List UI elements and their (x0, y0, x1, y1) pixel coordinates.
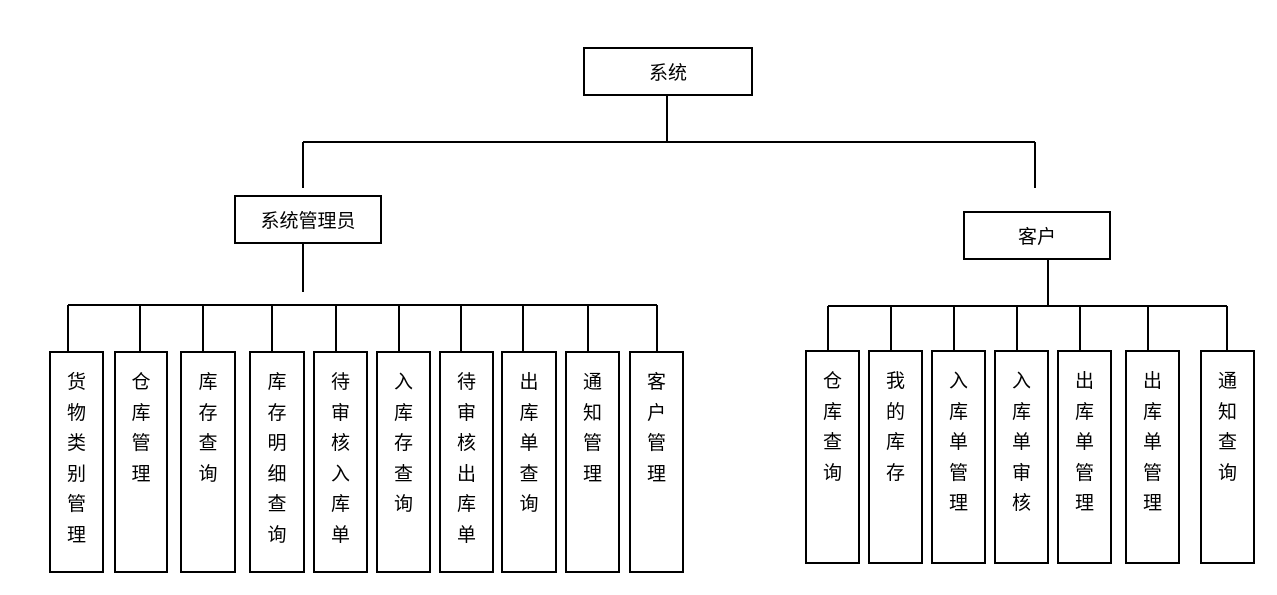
node-label: 客户管理 (646, 371, 666, 485)
node-label: 我的库存 (885, 370, 905, 484)
node-label: 通知查询 (1217, 370, 1237, 484)
customer-child-node: 通知查询 (1200, 350, 1255, 564)
node-label: 仓库查询 (822, 370, 842, 484)
customer-node-label: 客户 (1017, 226, 1056, 248)
node-label: 入库单管理 (948, 370, 968, 514)
node-label: 库存明细查询 (267, 371, 287, 546)
customer-child-node: 我的库存 (868, 350, 923, 564)
customer-child-node: 入库单审核 (994, 350, 1049, 564)
admin-node-label: 系统管理员 (260, 210, 356, 232)
admin-child-node: 客户管理 (629, 351, 684, 573)
customer-child-node: 出库单管理 (1057, 350, 1112, 564)
admin-child-node: 待审核出库单 (439, 351, 494, 573)
admin-child-node: 出库单查询 (501, 351, 557, 573)
admin-child-node: 库存查询 (180, 351, 236, 573)
admin-node: 系统管理员 (234, 195, 382, 244)
node-label: 仓库管理 (131, 371, 151, 485)
customer-child-node: 入库单管理 (931, 350, 986, 564)
customer-node: 客户 (963, 211, 1111, 260)
customer-child-node: 仓库查询 (805, 350, 860, 564)
admin-child-node: 入库存查询 (376, 351, 431, 573)
root-node: 系统 (583, 47, 753, 96)
node-label: 入库单审核 (1011, 370, 1031, 514)
node-label: 出库单管理 (1074, 370, 1094, 514)
root-node-label: 系统 (648, 62, 687, 84)
admin-child-node: 库存明细查询 (249, 351, 305, 573)
node-label: 出库单查询 (519, 371, 539, 515)
node-label: 出库单管理 (1142, 370, 1162, 514)
admin-child-node: 仓库管理 (114, 351, 168, 573)
node-label: 待审核出库单 (456, 371, 476, 546)
admin-child-node: 待审核入库单 (313, 351, 368, 573)
node-label: 库存查询 (198, 371, 218, 485)
node-label: 待审核入库单 (330, 371, 350, 546)
node-label: 通知管理 (582, 371, 602, 485)
node-label: 货物类别管理 (66, 371, 86, 546)
node-label: 入库存查询 (393, 371, 413, 515)
admin-child-node: 通知管理 (565, 351, 620, 573)
admin-child-node: 货物类别管理 (49, 351, 104, 573)
customer-child-node: 出库单管理 (1125, 350, 1180, 564)
